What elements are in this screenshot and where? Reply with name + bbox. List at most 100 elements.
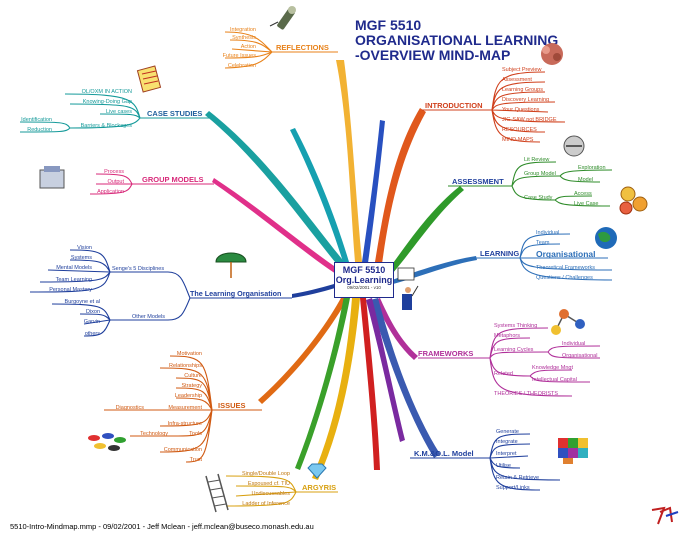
argyris-item[interactable]: Undiscussables — [251, 491, 290, 497]
km-item[interactable]: Utilise — [496, 463, 511, 469]
frameworks-sub-item[interactable]: Individual — [562, 341, 585, 347]
frameworks-sub-item[interactable]: Intellectual Capital — [532, 377, 577, 383]
assessment-sub-item[interactable]: Access — [574, 191, 592, 197]
assessment-sub-item[interactable]: Exploration — [578, 165, 606, 171]
label-assessment[interactable]: ASSESSMENT — [452, 177, 504, 186]
group-models-item[interactable]: Output — [107, 179, 124, 185]
spoke-assessment — [388, 186, 464, 274]
case-studies-item[interactable]: Knowing-Doing Gap — [83, 99, 132, 105]
assessment-sub-item[interactable]: Model — [578, 177, 593, 183]
introduction-item[interactable]: Subject Preview — [502, 67, 541, 73]
issues-item[interactable]: Trust — [190, 457, 203, 463]
label-case-studies[interactable]: CASE STUDIES — [147, 109, 202, 118]
introduction-item[interactable]: Assessment — [502, 77, 532, 83]
issues-item[interactable]: Leadership — [175, 393, 202, 399]
label-frameworks[interactable]: FRAMEWORKS — [418, 349, 473, 358]
issues-item[interactable]: Motivation — [177, 351, 202, 357]
other-models-item[interactable]: others — [85, 331, 101, 337]
group-models-item[interactable]: Application — [97, 189, 124, 195]
label-km-ol-model[interactable]: K.M.&O.L. Model — [414, 449, 474, 458]
argyris-item[interactable]: Ladder of Inference — [242, 501, 290, 507]
case-studies-item[interactable]: OL/OXM IN ACTION — [82, 89, 132, 95]
issues-item[interactable]: Infra-structure — [168, 421, 202, 427]
km-item[interactable]: Generate — [496, 429, 519, 435]
senge-disciplines[interactable]: Senge's 5 Disciplines — [112, 266, 164, 272]
senge-item[interactable]: Vision — [77, 245, 92, 251]
assessment-item[interactable]: Case Study — [524, 195, 553, 201]
learning-item[interactable]: Individual — [536, 230, 559, 236]
assessment-item[interactable]: Group Model — [524, 171, 556, 177]
km-item[interactable]: Integrate — [496, 439, 518, 445]
km-item[interactable]: Retain & Retrieve — [496, 475, 539, 481]
issues-item[interactable]: Relationships — [169, 363, 202, 369]
spoke-deco-purple — [366, 298, 405, 442]
assessment-sub-item[interactable]: Live Case — [574, 201, 598, 207]
reflections-item[interactable]: Synthesis — [232, 35, 256, 41]
group-models-item[interactable]: Process — [104, 169, 124, 175]
reflections-item[interactable]: Celebration — [228, 63, 256, 69]
introduction-item[interactable]: Your Questions — [502, 107, 540, 113]
globe-icon — [595, 227, 617, 249]
central-topic[interactable]: MGF 5510 Org.Learning 09/02/2001 - v10 — [334, 262, 394, 298]
label-reflections[interactable]: REFLECTIONS — [276, 43, 329, 52]
reflections-item[interactable]: Future Issues — [223, 53, 257, 59]
introduction-item[interactable]: RESOURCES — [502, 127, 537, 133]
other-models-item[interactable]: Burgoyne et al — [65, 299, 100, 305]
frameworks-item[interactable]: Metaphors — [494, 333, 520, 339]
case-studies-sub-item[interactable]: Reduction — [27, 127, 52, 133]
senge-item[interactable]: Mental Models — [56, 265, 92, 271]
learning-item[interactable]: Organisational — [536, 249, 596, 259]
km-item[interactable]: Interpret — [496, 451, 517, 457]
issues-item[interactable]: Measurement — [168, 405, 202, 411]
argyris-item[interactable]: Espoused cf. TIU — [248, 481, 290, 487]
issues-item[interactable]: Tools — [189, 431, 202, 437]
lines-assessment-sub — [554, 169, 613, 207]
introduction-item[interactable]: JIG-SAW not BRIDGE — [502, 117, 557, 123]
spoke-introduction — [375, 108, 426, 264]
km-item[interactable]: Support/Links — [496, 485, 530, 491]
frameworks-sub-item[interactable]: Knowledge Mngt — [532, 365, 573, 371]
introduction-item[interactable]: Learning Groups — [502, 87, 543, 93]
case-studies-item[interactable]: Barriers & Blockages — [81, 123, 133, 129]
learning-item[interactable]: Team — [536, 240, 550, 246]
branch-lines — [19, 31, 613, 507]
frameworks-item[interactable]: Related — [494, 371, 513, 377]
toolbox-icon — [39, 166, 65, 189]
label-argyris[interactable]: ARGYRIS — [302, 483, 336, 492]
senge-item[interactable]: Team Learning — [56, 277, 92, 283]
issues-item[interactable]: Communication — [164, 447, 202, 453]
other-models[interactable]: Other Models — [132, 314, 165, 320]
issues-sub-item[interactable]: Technology — [140, 431, 168, 437]
lines-other-models-items — [51, 303, 111, 337]
issues-item[interactable]: Culture — [184, 373, 202, 379]
assessment-item[interactable]: Lit Review — [524, 157, 549, 163]
lines-case-studies-sub — [19, 121, 71, 133]
label-learning-organisation[interactable]: The Learning Organisation — [190, 289, 281, 298]
senge-item[interactable]: Systems — [71, 255, 92, 261]
label-group-models[interactable]: GROUP MODELS — [142, 175, 204, 184]
learning-item[interactable]: Theoretical Frameworks — [536, 265, 595, 271]
issues-item[interactable]: Strategy — [182, 383, 203, 389]
introduction-item[interactable]: Discovery Learning — [502, 97, 549, 103]
senge-item[interactable]: Personal Mastery — [49, 287, 92, 293]
reflections-item[interactable]: Integration — [230, 27, 256, 33]
label-learning[interactable]: LEARNING — [480, 249, 519, 258]
case-studies-item[interactable]: Live cases — [106, 109, 132, 115]
frameworks-item[interactable]: Learning Cycles — [494, 347, 534, 353]
case-studies-sub-item[interactable]: Identification — [21, 117, 52, 123]
footer-caption: 5510-Intro-Mindmap.mmp - 09/02/2001 - Je… — [10, 522, 314, 531]
reflections-item[interactable]: Action — [241, 44, 256, 50]
label-issues[interactable]: ISSUES — [218, 401, 246, 410]
frameworks-item[interactable]: THEORIES / THEORISTS — [494, 391, 558, 397]
spoke-issues — [258, 296, 348, 404]
frameworks-item[interactable]: Systems Thinking — [494, 323, 537, 329]
label-introduction[interactable]: INTRODUCTION — [425, 101, 483, 110]
introduction-item[interactable]: MIND-MAPS — [502, 137, 534, 143]
argyris-item[interactable]: Single/Double Loop — [242, 471, 290, 477]
other-models-item[interactable]: Garvin — [84, 319, 100, 325]
learning-item[interactable]: Questions / Challenges — [536, 275, 593, 281]
lines-learning-org-children — [167, 271, 191, 321]
issues-sub-item[interactable]: Diagnostics — [116, 405, 145, 411]
frameworks-sub-item[interactable]: Organisational — [562, 353, 597, 359]
other-models-item[interactable]: Dixon — [86, 309, 100, 315]
